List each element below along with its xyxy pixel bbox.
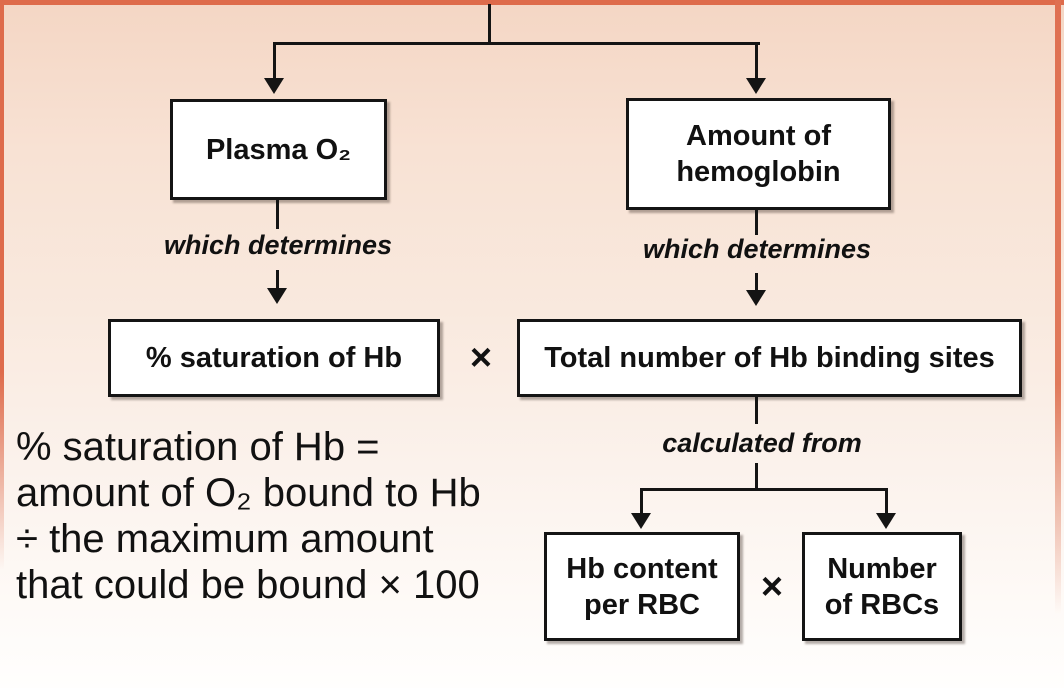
frame-border-right <box>1055 0 1061 640</box>
formula-line-3: ÷ the maximum amount <box>16 517 434 561</box>
node-plasma-o2-label: Plasma O₂ <box>205 133 352 166</box>
connector-line <box>755 210 758 235</box>
connector-branch-bottom <box>640 488 888 491</box>
node-number-of-rbcs: Number of RBCs <box>802 532 962 641</box>
down-arrowhead-icon <box>267 288 287 304</box>
frame-border-left <box>0 0 4 600</box>
connector-line <box>755 397 758 424</box>
node-percent-saturation: % saturation of Hb <box>108 319 440 397</box>
connector-drop-left <box>273 42 276 80</box>
node-amount-line1: Amount of <box>686 120 831 152</box>
connector-line <box>276 200 279 229</box>
connector-drop-right <box>885 488 888 515</box>
node-rbc-line1: Number <box>827 552 937 585</box>
frame-border-top <box>0 0 1064 5</box>
node-percent-saturation-label: % saturation of Hb <box>145 342 403 374</box>
node-hb-content-line1: Hb content <box>566 552 718 585</box>
label-which-determines-right: which determines <box>642 234 872 264</box>
node-plasma-o2: Plasma O₂ <box>170 99 387 200</box>
node-amount-line2: hemoglobin <box>676 156 841 188</box>
node-hb-content-line2: per RBC <box>583 588 700 621</box>
node-total-binding-sites: Total number of Hb binding sites <box>517 319 1022 397</box>
saturation-formula-text: % saturation of Hb = amount of O₂ bound … <box>16 424 536 608</box>
multiply-sign-middle: × <box>469 337 493 379</box>
down-arrowhead-icon <box>746 290 766 306</box>
multiply-sign-bottom: × <box>760 566 784 608</box>
label-which-determines-left: which determines <box>163 230 393 260</box>
connector-stem-top <box>488 4 491 45</box>
formula-line-1: % saturation of Hb = <box>16 425 380 469</box>
node-rbc-line2: of RBCs <box>824 588 940 621</box>
node-total-binding-sites-label: Total number of Hb binding sites <box>544 342 995 374</box>
down-arrowhead-icon <box>876 513 896 529</box>
node-amount-of-hemoglobin: Amount of hemoglobin <box>626 98 891 210</box>
connector-line <box>755 463 758 491</box>
down-arrowhead-icon <box>746 78 766 94</box>
down-arrowhead-icon <box>264 78 284 94</box>
connector-line <box>755 273 758 291</box>
node-hb-content-per-rbc: Hb content per RBC <box>544 532 740 641</box>
formula-line-4: that could be bound × 100 <box>16 563 480 607</box>
connector-branch-top <box>273 42 760 45</box>
connector-drop-right <box>755 42 758 80</box>
label-calculated-from: calculated from <box>662 428 862 458</box>
down-arrowhead-icon <box>631 513 651 529</box>
connector-line <box>276 270 279 290</box>
connector-drop-left <box>640 488 643 515</box>
formula-line-2: amount of O₂ bound to Hb <box>16 471 481 515</box>
